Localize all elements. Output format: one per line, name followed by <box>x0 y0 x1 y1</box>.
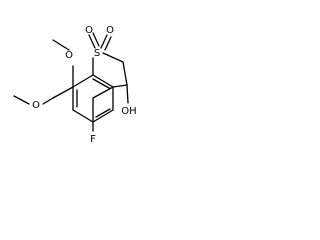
bond-s-c2 <box>102 52 124 63</box>
bond-c6-o-left <box>42 97 54 105</box>
bond-ring-left-lower <box>52 86 74 99</box>
bond-s-o-right <box>100 34 108 49</box>
bond-o-left-methyl <box>13 95 30 105</box>
bond-c2-c3 <box>122 61 128 86</box>
bond-c3-oh <box>126 84 129 104</box>
bond-s-o-right-double <box>104 36 112 51</box>
chemical-structure: O O S O O F OH <box>13 25 137 145</box>
bond-ring-top-left <box>72 74 94 88</box>
bond-c7a-c3a <box>72 109 94 123</box>
atom-o-sulfonyl-left: O <box>85 25 93 36</box>
bond-c6-c7 <box>92 109 114 123</box>
aromatic-inner-2 <box>92 78 110 89</box>
bond-ring-top-right <box>92 74 114 88</box>
atom-o-sulfonyl-right: O <box>106 25 114 36</box>
atom-hydroxyl: OH <box>121 106 136 117</box>
bond-c4-c5 <box>92 86 114 99</box>
atom-sulfur: S <box>94 48 100 59</box>
aromatic-inner-3 <box>95 108 111 118</box>
atom-o-methoxy-left: O <box>32 100 40 111</box>
bond-s-o-left <box>88 34 96 49</box>
bond-o-top-methyl <box>52 39 70 51</box>
bond-c3-c3a <box>112 84 128 88</box>
bond-s-o-left-double <box>92 32 100 47</box>
atom-fluorine: F <box>90 134 96 145</box>
atom-o-methoxy-top: O <box>65 50 73 61</box>
